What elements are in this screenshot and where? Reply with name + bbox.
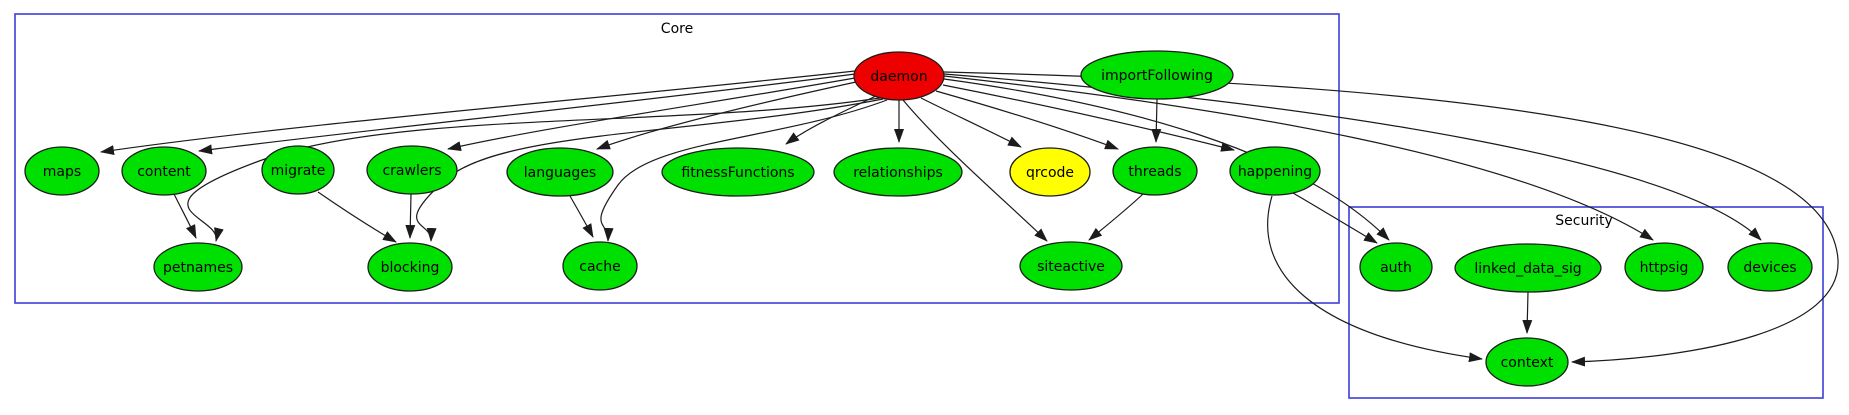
node-cache-shape	[562, 241, 638, 291]
node-linked_data_sig: linked_data_sig	[1454, 243, 1602, 293]
node-happening-label: happening	[1238, 164, 1312, 180]
node-fitnessFunctions-label: fitnessFunctions	[681, 165, 794, 181]
node-migrate-shape	[261, 145, 335, 195]
node-daemon-label: daemon	[870, 69, 927, 85]
edge-importFollowing-threads	[1151, 98, 1162, 143]
node-importFollowing-shape	[1080, 50, 1234, 100]
node-qrcode-label: qrcode	[1026, 165, 1074, 181]
edge-daemon-petnames	[187, 97, 881, 242]
node-httpsig-shape	[1624, 242, 1704, 292]
node-importFollowing: importFollowing	[1080, 50, 1234, 100]
node-content-shape	[121, 146, 207, 196]
edge-daemon-httpsig	[943, 75, 1654, 241]
node-threads-shape	[1112, 146, 1198, 196]
node-fitnessFunctions-shape	[661, 147, 815, 197]
edge-crawlers-blocking	[405, 193, 416, 239]
node-auth: auth	[1359, 242, 1433, 292]
node-devices: devices	[1727, 242, 1813, 292]
node-threads-label: threads	[1128, 164, 1181, 180]
node-crawlers-shape	[366, 145, 458, 195]
node-siteactive-label: siteactive	[1037, 259, 1105, 275]
node-crawlers-label: crawlers	[382, 163, 441, 179]
edge-daemon-threads	[935, 90, 1119, 150]
node-cache-label: cache	[579, 259, 620, 275]
edge-content-petnames	[173, 193, 197, 239]
node-auth-shape	[1359, 242, 1433, 292]
node-qrcode-shape	[1009, 147, 1091, 197]
node-daemon-shape	[853, 51, 945, 101]
node-migrate-label: migrate	[271, 163, 326, 179]
node-siteactive-shape	[1019, 241, 1123, 291]
node-siteactive: siteactive	[1019, 241, 1123, 291]
node-maps-shape	[24, 146, 100, 196]
node-maps: maps	[24, 146, 100, 196]
node-devices-label: devices	[1743, 260, 1796, 276]
cluster-security-box	[1348, 206, 1824, 399]
node-linked_data_sig-shape	[1454, 243, 1602, 293]
node-qrcode: qrcode	[1009, 147, 1091, 197]
node-context: context	[1485, 337, 1569, 387]
edge-daemon-happening	[942, 84, 1235, 152]
node-blocking-label: blocking	[381, 260, 440, 276]
node-context-shape	[1485, 337, 1569, 387]
node-relationships-label: relationships	[853, 165, 943, 181]
node-relationships-shape	[833, 147, 963, 197]
node-petnames: petnames	[153, 242, 243, 292]
node-auth-label: auth	[1380, 260, 1412, 276]
edge-daemon-siteactive	[902, 99, 1048, 242]
cluster-security-label: Security	[1555, 213, 1613, 229]
cluster-core-label: Core	[661, 21, 693, 37]
node-context-label: context	[1501, 355, 1554, 371]
node-languages-shape	[506, 147, 614, 197]
node-fitnessFunctions: fitnessFunctions	[661, 147, 815, 197]
node-threads: threads	[1112, 146, 1198, 196]
node-happening-shape	[1229, 146, 1321, 196]
edge-daemon-fitnessFunctions	[785, 95, 877, 145]
node-happening: happening	[1229, 146, 1321, 196]
edge-languages-cache	[569, 195, 594, 238]
edge-daemon-auth	[943, 78, 1390, 241]
edge-daemon-content	[198, 73, 856, 155]
edge-happening-context	[1267, 195, 1483, 363]
edge-daemon-crawlers	[447, 77, 856, 151]
edge-threads-siteactive	[1088, 193, 1144, 241]
node-cache: cache	[562, 241, 638, 291]
edge-migrate-blocking	[317, 191, 397, 243]
node-httpsig-label: httpsig	[1640, 260, 1689, 276]
node-content: content	[121, 146, 207, 196]
node-maps-label: maps	[43, 164, 81, 180]
node-linked_data_sig-label: linked_data_sig	[1474, 261, 1581, 277]
edge-daemon-qrcode	[920, 97, 1022, 148]
node-httpsig: httpsig	[1624, 242, 1704, 292]
node-importFollowing-label: importFollowing	[1101, 68, 1213, 84]
node-blocking-shape	[367, 242, 453, 292]
edge-daemon-maps	[100, 70, 856, 156]
node-daemon: daemon	[853, 51, 945, 101]
node-content-label: content	[137, 164, 191, 180]
node-petnames-shape	[153, 242, 243, 292]
edge-daemon-blocking	[416, 98, 884, 242]
cluster-core-box	[14, 13, 1340, 304]
node-migrate: migrate	[261, 145, 335, 195]
edge-daemon-languages	[596, 81, 857, 150]
node-crawlers: crawlers	[366, 145, 458, 195]
edge-daemon-cache	[600, 99, 888, 242]
node-blocking: blocking	[367, 242, 453, 292]
node-devices-shape	[1727, 242, 1813, 292]
edge-linked_data_sig-context	[1522, 291, 1533, 334]
node-relationships: relationships	[833, 147, 963, 197]
node-petnames-label: petnames	[163, 260, 233, 276]
edge-happening-auth	[1292, 192, 1378, 244]
node-languages-label: languages	[524, 165, 596, 181]
node-languages: languages	[506, 147, 614, 197]
edge-daemon-context	[943, 71, 1839, 367]
